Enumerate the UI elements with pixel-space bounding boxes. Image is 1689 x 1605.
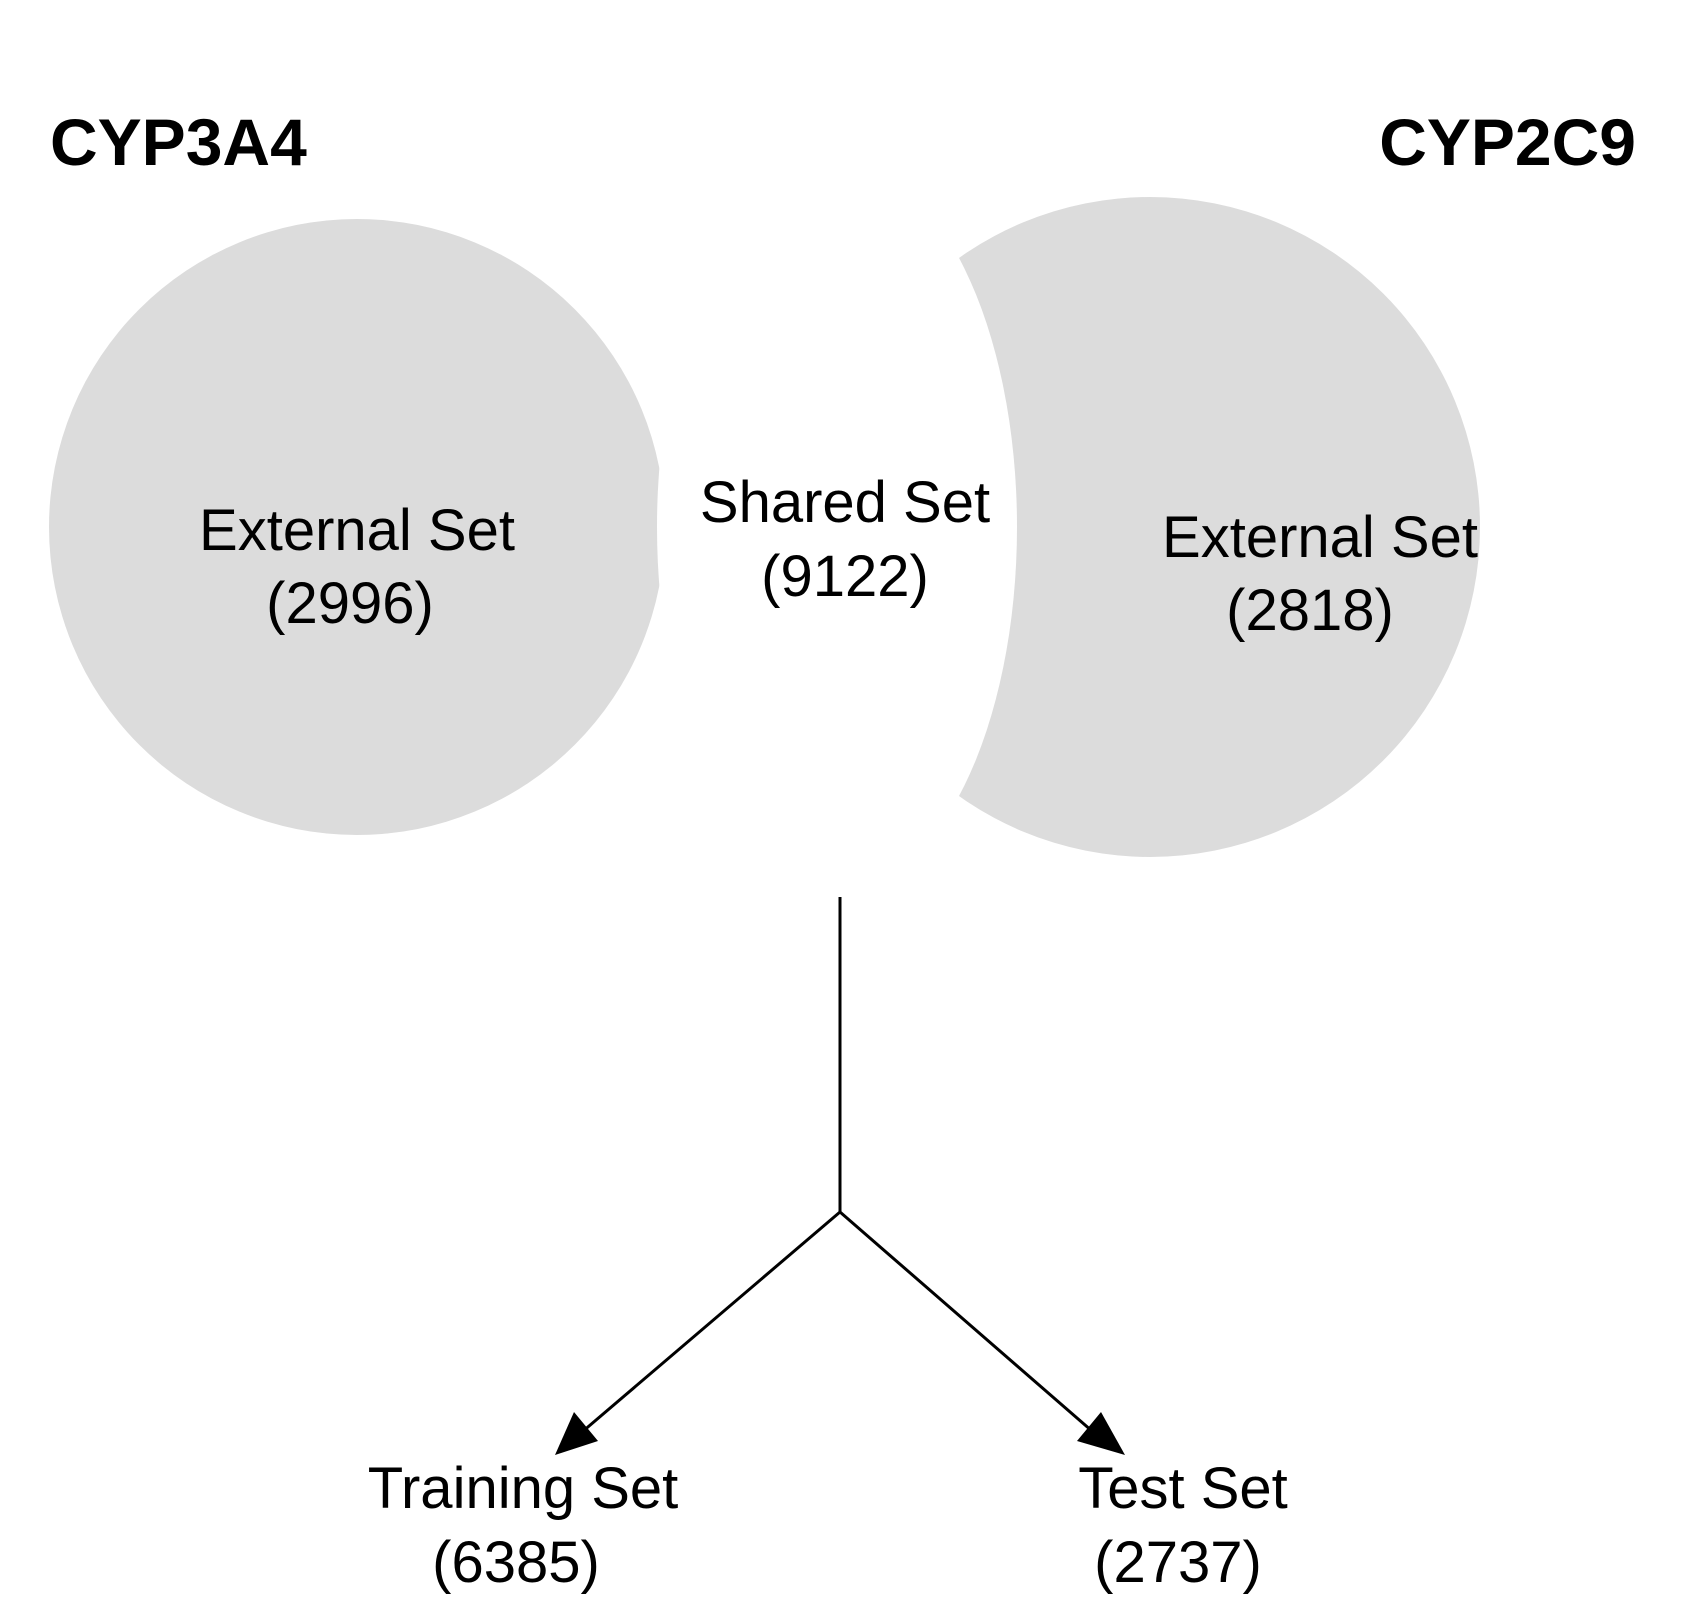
- test-set-count: (2737): [1094, 1530, 1262, 1595]
- shared-set-count: (9122): [761, 544, 929, 609]
- test-arrowhead: [1077, 1412, 1125, 1455]
- left-external-count: (2996): [266, 571, 434, 636]
- right-external-count: (2818): [1226, 578, 1394, 643]
- training-branch-line: [574, 1210, 841, 1440]
- training-arrowhead: [555, 1412, 598, 1455]
- cyp3a4-title: CYP3A4: [50, 105, 307, 179]
- right-external-label: External Set: [1162, 505, 1478, 570]
- training-set-count: (6385): [432, 1530, 600, 1595]
- test-branch-line: [839, 1210, 1101, 1440]
- training-set-label: Training Set: [368, 1456, 679, 1521]
- left-external-label: External Set: [199, 498, 515, 563]
- shared-set-label: Shared Set: [700, 470, 990, 535]
- test-set-label: Test Set: [1078, 1456, 1288, 1521]
- shared-overlap-region: [657, 161, 1017, 893]
- cyp2c9-title: CYP2C9: [1379, 105, 1636, 179]
- cyp3a4-circle: [49, 219, 665, 835]
